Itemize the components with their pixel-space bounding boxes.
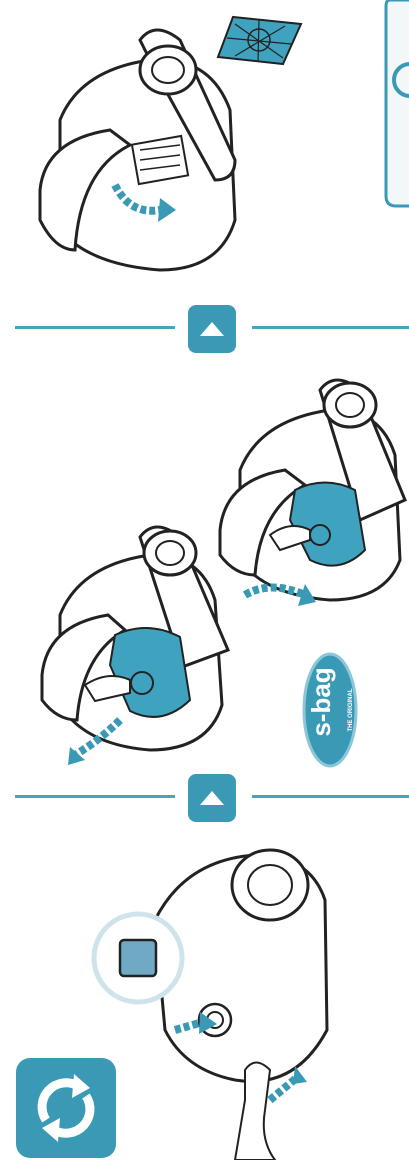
side-tab — [384, 0, 409, 210]
triangle-up-icon — [200, 791, 224, 805]
s-bag-logo-subtext: THE ORIGINAL — [348, 688, 354, 731]
divider-line-left-1 — [15, 326, 175, 329]
divider-line-right-1 — [252, 326, 409, 329]
next-step-button-1[interactable] — [188, 305, 236, 353]
vacuum-bag-remove-drawing — [40, 525, 230, 765]
filter-panel-image — [213, 12, 303, 67]
triangle-up-icon — [200, 322, 224, 336]
refresh-icon-partial — [392, 62, 409, 98]
step-2-illustration-right — [210, 360, 409, 620]
step-3-illustration — [95, 830, 335, 1160]
next-step-button-2[interactable] — [188, 774, 236, 822]
vacuum-indicator-drawing — [153, 848, 329, 1160]
s-bag-logo-text: s-bag — [306, 667, 336, 736]
vacuum-open-lid-drawing — [38, 28, 237, 272]
indicator-callout — [90, 910, 200, 1020]
step-1-illustration — [20, 0, 290, 300]
refresh-arrows-icon — [37, 1074, 95, 1142]
bag-full-indicator — [118, 938, 158, 978]
s-bag-logo: s-bag THE ORIGINAL — [300, 650, 360, 770]
step-2-illustration-left — [30, 515, 240, 765]
divider-line-left-2 — [15, 795, 175, 798]
refresh-icon-tile — [16, 1058, 116, 1158]
vacuum-bag-insert-drawing — [218, 378, 407, 606]
divider-line-right-2 — [252, 795, 409, 798]
